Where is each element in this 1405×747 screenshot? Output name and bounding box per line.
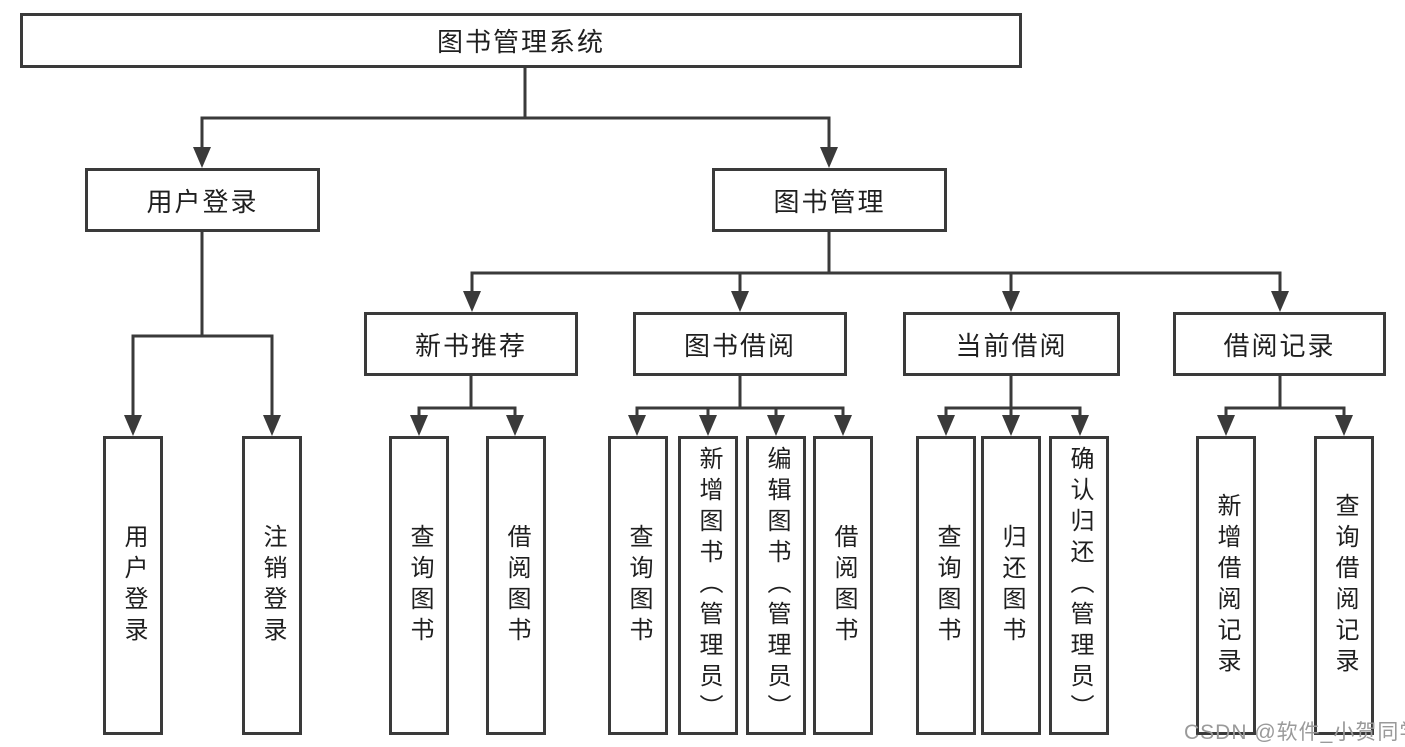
node-book-borrow: 图书借阅 (633, 312, 847, 376)
leaf-borrow-borrow-book: 借阅图书 (813, 436, 873, 735)
arrowheads (124, 147, 1353, 436)
leaf-borrow-query-book: 查询图书 (608, 436, 668, 735)
node-root-system: 图书管理系统 (20, 13, 1022, 68)
leaf-current-return-book: 归还图书 (981, 436, 1041, 735)
leaf-borrow-edit-book-admin: 编辑图书（管理员） (746, 436, 806, 735)
leaf-add-borrow-record: 新增借阅记录 (1196, 436, 1256, 735)
leaf-borrow-add-book-admin: 新增图书（管理员） (678, 436, 738, 735)
leaf-query-borrow-record: 查询借阅记录 (1314, 436, 1374, 735)
node-user-login: 用户登录 (85, 168, 320, 232)
leaf-user-login: 用户登录 (103, 436, 163, 735)
node-current-borrow: 当前借阅 (903, 312, 1120, 376)
leaf-logout: 注销登录 (242, 436, 302, 735)
leaf-current-query-book: 查询图书 (916, 436, 976, 735)
node-borrow-records: 借阅记录 (1173, 312, 1386, 376)
node-new-book-recommend: 新书推荐 (364, 312, 578, 376)
leaf-newbooks-query-book: 查询图书 (389, 436, 449, 735)
leaf-newbooks-borrow-book: 借阅图书 (486, 436, 546, 735)
leaf-current-confirm-return-admin: 确认归还（管理员） (1049, 436, 1109, 735)
csdn-watermark: CSDN @软件_小贺同学 (1184, 721, 1405, 744)
node-book-management: 图书管理 (712, 168, 947, 232)
